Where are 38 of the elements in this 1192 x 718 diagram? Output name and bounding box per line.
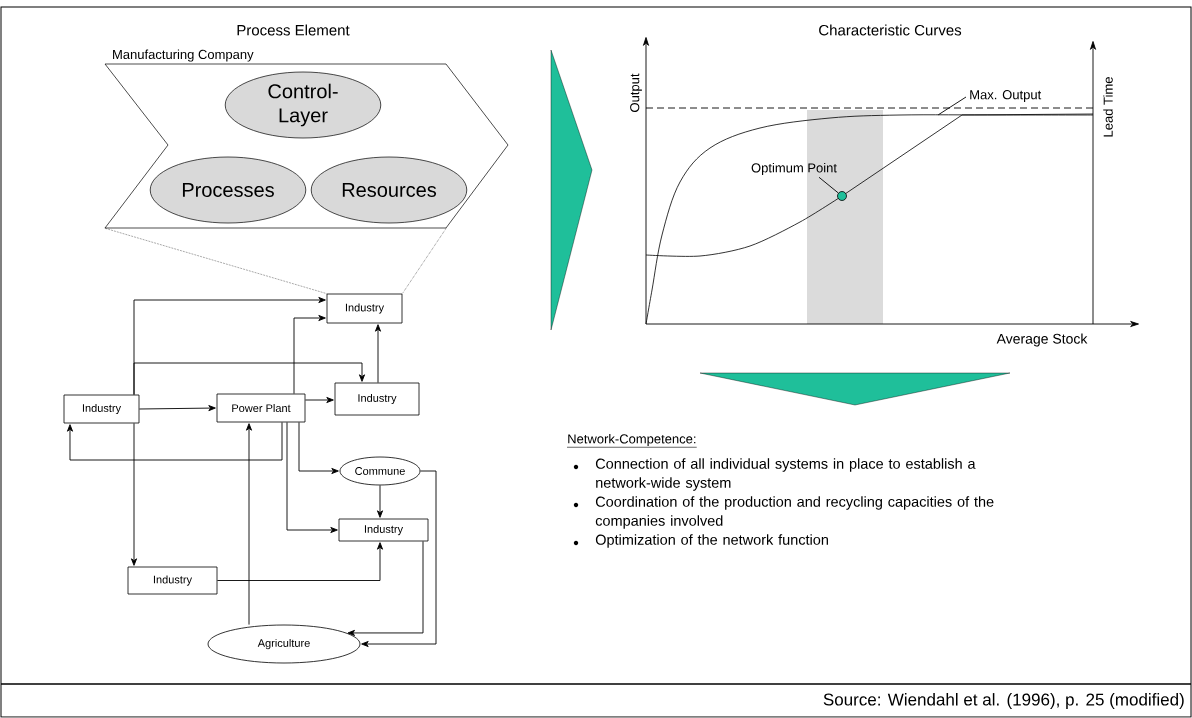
section-heading: Network-Competence: <box>566 433 698 448</box>
source-note: Source: Wiendahl et al. (1996), p. 25 (modified) <box>823 693 1184 709</box>
process-box: Industry <box>338 518 429 542</box>
arrow <box>216 542 384 581</box>
arrow <box>298 421 339 475</box>
curve <box>645 114 1094 325</box>
zoom-line <box>402 227 447 294</box>
callout-text: Max. Output <box>970 90 1042 102</box>
arrow <box>293 315 326 395</box>
arrow <box>347 540 424 636</box>
arrow <box>138 405 216 412</box>
bullet-text: Connection of all individual systems in place to establish a network-wide system <box>595 458 976 491</box>
zoom-line <box>104 227 327 294</box>
bullet-text: Coordination of the production and recycling capacities of the companies involved <box>595 496 994 529</box>
process-box: Industry <box>334 382 420 416</box>
arrow <box>304 397 334 404</box>
arrow <box>375 324 382 384</box>
process-box: Industry <box>326 293 403 324</box>
arrow <box>286 421 338 534</box>
oval-node: Commune <box>339 456 421 486</box>
axis-label: Lead Time <box>1103 77 1113 137</box>
axis-label: Output <box>630 73 642 112</box>
panel-title: Process Element <box>237 24 350 36</box>
leader-line <box>937 96 967 116</box>
arrow <box>361 470 437 648</box>
arrow <box>246 423 253 626</box>
process-box: Industry <box>63 394 140 424</box>
arrow <box>133 362 366 396</box>
process-box: Industry <box>127 566 218 595</box>
bullet-text: Optimization of the network function <box>595 534 828 548</box>
oval-node: Agriculture <box>207 624 361 664</box>
arrow <box>67 421 283 461</box>
process-box: Power Plant <box>216 393 306 423</box>
panel-title: Characteristic Curves <box>819 24 962 36</box>
arrow <box>131 422 138 566</box>
heading: Manufacturing Company <box>113 49 254 62</box>
arrow <box>377 484 384 518</box>
leader-line <box>818 176 839 194</box>
